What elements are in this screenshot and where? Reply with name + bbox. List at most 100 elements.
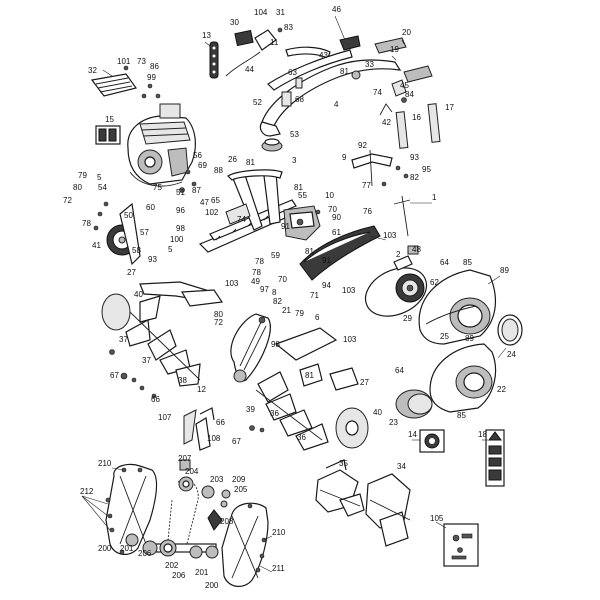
callout-103: 103 bbox=[342, 286, 356, 295]
callout-93: 93 bbox=[410, 153, 419, 162]
callout-81: 81 bbox=[246, 158, 255, 167]
tine-assembly-34 bbox=[365, 473, 411, 547]
callout-17: 17 bbox=[445, 103, 454, 112]
callout-37: 37 bbox=[142, 356, 151, 365]
callout-200: 200 bbox=[205, 581, 219, 590]
callout-63: 63 bbox=[288, 68, 297, 77]
callout-76: 76 bbox=[363, 207, 372, 216]
belt-cover bbox=[299, 225, 381, 281]
callout-82: 82 bbox=[410, 173, 419, 182]
callout-64: 64 bbox=[440, 258, 449, 267]
callout-15: 15 bbox=[105, 115, 114, 124]
callout-90: 90 bbox=[332, 213, 341, 222]
callout-36: 36 bbox=[270, 409, 279, 418]
cover-23 bbox=[395, 389, 433, 419]
chassis-frame bbox=[198, 169, 297, 253]
chain-case-right bbox=[221, 502, 269, 587]
transmission-column bbox=[230, 313, 271, 383]
callout-32: 32 bbox=[88, 66, 97, 75]
callout-29: 29 bbox=[403, 314, 412, 323]
callout-70: 70 bbox=[328, 205, 337, 214]
callout-36: 36 bbox=[297, 433, 306, 442]
callout-89: 89 bbox=[465, 334, 474, 343]
callout-38: 38 bbox=[178, 376, 187, 385]
callout-18: 18 bbox=[478, 430, 487, 439]
callout-75: 75 bbox=[153, 183, 162, 192]
callout-72: 72 bbox=[214, 318, 223, 327]
callout-88: 88 bbox=[214, 166, 223, 175]
callout-107: 107 bbox=[158, 413, 172, 422]
callout-58: 58 bbox=[132, 246, 141, 255]
callout-96: 96 bbox=[176, 206, 185, 215]
callout-103: 103 bbox=[383, 231, 397, 240]
callout-9: 9 bbox=[342, 153, 347, 162]
callout-81: 81 bbox=[340, 67, 349, 76]
callout-45: 45 bbox=[400, 81, 409, 90]
callout-10: 10 bbox=[325, 191, 334, 200]
callout-54: 54 bbox=[98, 183, 107, 192]
callout-70: 70 bbox=[278, 275, 287, 284]
callout-37: 37 bbox=[119, 335, 128, 344]
leader-lines bbox=[81, 39, 507, 573]
callout-35: 35 bbox=[339, 459, 348, 468]
callout-91: 91 bbox=[281, 222, 290, 231]
callout-6: 6 bbox=[315, 313, 320, 322]
callout-27: 27 bbox=[360, 378, 369, 387]
clutch-pulley bbox=[364, 245, 428, 317]
belt-guard-lower bbox=[429, 343, 497, 413]
callout-3: 3 bbox=[292, 156, 297, 165]
callout-204: 204 bbox=[185, 467, 199, 476]
callout-212: 212 bbox=[80, 487, 94, 496]
callout-105: 105 bbox=[430, 514, 444, 523]
callout-102: 102 bbox=[205, 208, 219, 217]
shield-right bbox=[274, 327, 359, 391]
tine-set-right bbox=[249, 363, 329, 451]
callout-11: 11 bbox=[270, 38, 279, 47]
callout-209: 209 bbox=[232, 475, 246, 484]
callout-201: 201 bbox=[195, 568, 209, 577]
callout-210: 210 bbox=[98, 459, 112, 468]
label-14 bbox=[419, 429, 445, 453]
callout-83: 83 bbox=[284, 23, 293, 32]
callout-72: 72 bbox=[63, 196, 72, 205]
callout-82: 82 bbox=[273, 297, 282, 306]
callout-68: 68 bbox=[295, 95, 304, 104]
callout-85: 85 bbox=[463, 258, 472, 267]
callout-57: 57 bbox=[140, 228, 149, 237]
callout-33: 33 bbox=[365, 60, 374, 69]
callout-103: 103 bbox=[343, 335, 357, 344]
callout-14: 14 bbox=[408, 430, 417, 439]
engine bbox=[127, 103, 197, 193]
callout-80: 80 bbox=[73, 183, 82, 192]
callout-55: 55 bbox=[298, 191, 307, 200]
callout-89: 89 bbox=[500, 266, 509, 275]
callout-77: 77 bbox=[362, 181, 371, 190]
callout-203: 203 bbox=[210, 475, 224, 484]
warning-label-15 bbox=[95, 125, 121, 145]
callout-51: 51 bbox=[176, 188, 185, 197]
callout-67: 67 bbox=[110, 371, 119, 380]
callout-50: 50 bbox=[124, 211, 133, 220]
callout-69: 69 bbox=[198, 161, 207, 170]
callout-62: 62 bbox=[430, 278, 439, 287]
callout-81: 81 bbox=[305, 371, 314, 380]
callout-211: 211 bbox=[272, 564, 285, 573]
callout-205: 205 bbox=[234, 485, 248, 494]
callout-31: 31 bbox=[276, 8, 285, 17]
callout-48: 48 bbox=[412, 245, 421, 254]
callout-79: 79 bbox=[78, 171, 87, 180]
callout-85: 85 bbox=[457, 411, 466, 420]
callout-20: 20 bbox=[402, 28, 411, 37]
chain-case-left bbox=[105, 463, 158, 555]
callout-201: 201 bbox=[120, 544, 134, 553]
callout-202: 202 bbox=[165, 561, 179, 570]
callout-40: 40 bbox=[373, 408, 382, 417]
callout-84: 84 bbox=[405, 90, 414, 99]
disc-40 bbox=[335, 407, 369, 449]
tine-shield-27 bbox=[139, 281, 224, 307]
callout-206: 206 bbox=[138, 549, 152, 558]
callout-81: 81 bbox=[305, 247, 314, 256]
callout-208: 208 bbox=[220, 517, 234, 526]
callout-49: 49 bbox=[251, 277, 260, 286]
